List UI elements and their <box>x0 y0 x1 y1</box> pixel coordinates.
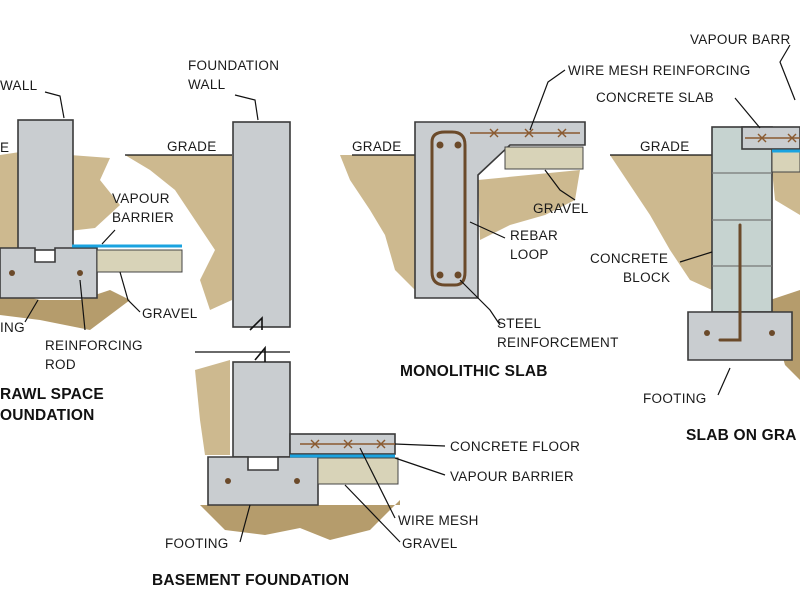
mono-mesh-label: WIRE MESH REINFORCING <box>568 63 751 78</box>
sog-rebar-dot-2 <box>769 330 775 336</box>
mono-title: MONOLITHIC SLAB <box>400 363 548 380</box>
sog-gravel <box>771 151 800 173</box>
basement-rebar-dot-2 <box>294 478 300 484</box>
mono-mesh-x-2b <box>524 128 534 138</box>
mono-steel-leader <box>459 279 501 326</box>
mono-gravel <box>504 146 584 170</box>
basement-gravel-leader <box>344 484 401 543</box>
crawl-title-2: OUNDATION <box>0 407 95 424</box>
basement-title: BASEMENT FOUNDATION <box>152 572 349 589</box>
basement-mesh-label: WIRE MESH <box>398 513 479 528</box>
monolithic-slab: GRADE WIRE MESH REINFORCING GRAVEL REBAR… <box>340 63 751 380</box>
basement-soil-lower <box>195 360 230 455</box>
mono-mesh-x-1b <box>489 128 499 138</box>
basement-rebar-dot-1 <box>225 478 231 484</box>
mono-steel-label-1: STEEL <box>497 316 541 331</box>
crawl-title-1: RAWL SPACE <box>0 386 104 403</box>
mono-rebar-loop <box>430 130 467 287</box>
sog-rebar <box>718 223 742 342</box>
crawl-space-foundation: WALL E VAPOUR BARRIER GRAVEL ING REINFOR… <box>0 78 198 424</box>
basement-break-bottom <box>254 345 266 362</box>
crawl-wall-leader <box>44 91 65 119</box>
mono-mesh-x-3b <box>557 128 567 138</box>
sog-vb-label: VAPOUR BARR <box>690 32 791 47</box>
sog-block-leader <box>679 251 713 263</box>
basement-wall-label-2: WALL <box>188 77 226 92</box>
mono-gravel-label: GRAVEL <box>533 201 589 216</box>
basement-vb-leader <box>394 457 446 476</box>
crawl-rod-label-1: REINFORCING <box>45 338 143 353</box>
crawl-wall-label: WALL <box>0 78 38 93</box>
crawl-wall <box>17 119 74 251</box>
sog-vb-leader <box>779 44 796 101</box>
crawl-rod-leader <box>79 279 86 331</box>
sog-soil <box>610 148 800 290</box>
crawl-gravel <box>96 249 183 273</box>
mono-grade-label: GRADE <box>352 139 402 154</box>
basement-floor-label: CONCRETE FLOOR <box>450 439 580 454</box>
crawl-vb-leader <box>101 229 116 245</box>
basement-mesh-leader <box>359 447 396 519</box>
crawl-vb-label-2: BARRIER <box>112 210 174 225</box>
basement-vb-label: VAPOUR BARRIER <box>450 469 574 484</box>
basement-wall-leader <box>234 94 259 121</box>
sog-slab-label: CONCRETE SLAB <box>596 90 714 105</box>
mono-rebar-dot-4 <box>454 271 462 279</box>
basement-wall-label-1: FOUNDATION <box>188 58 279 73</box>
basement-floor-leader <box>394 443 446 447</box>
mono-steel-label-2: REINFORCEMENT <box>497 335 619 350</box>
mono-loop-label-2: LOOP <box>510 247 549 262</box>
crawl-footing-leader <box>24 299 39 323</box>
sog-mesh-x-1b <box>757 133 767 143</box>
crawl-footing-label: ING <box>0 320 25 335</box>
basement-wall-upper <box>232 121 291 328</box>
basement-soil-upper <box>125 155 232 310</box>
crawl-soil <box>0 152 120 250</box>
crawl-rebar-dot-2 <box>77 270 83 276</box>
crawl-gravel-leader <box>119 271 141 313</box>
sog-title: SLAB ON GRA <box>686 427 797 444</box>
sog-grade-label: GRADE <box>640 139 690 154</box>
basement-footing-label: FOOTING <box>165 536 229 551</box>
mono-rebar-dot-1 <box>436 141 444 149</box>
mono-rebar-dot-3 <box>436 271 444 279</box>
crawl-vb-label-1: VAPOUR <box>112 191 170 206</box>
mono-loop-leader <box>469 221 506 239</box>
basement-gravel <box>317 457 399 485</box>
mono-mesh-leader <box>529 69 566 131</box>
sog-block-label-1: CONCRETE <box>590 251 668 266</box>
slab-on-grade: VAPOUR BARR CONCRETE SLAB GRADE CONCRETE… <box>590 32 800 444</box>
basement-wall-lower <box>232 361 291 458</box>
basement-footing-leader <box>239 504 251 543</box>
mono-loop-label-1: REBAR <box>510 228 558 243</box>
sog-block-label-2: BLOCK <box>623 270 670 285</box>
mono-soil <box>340 155 580 290</box>
basement-footing <box>207 456 319 506</box>
mono-rebar-dot-2 <box>454 141 462 149</box>
basement-foundation: FOUNDATION WALL GRADE CONCRETE FLOOR VAP… <box>125 58 580 589</box>
sog-mesh-x-2b <box>787 133 797 143</box>
mono-slab <box>414 121 586 299</box>
crawl-gravel-label: GRAVEL <box>142 306 198 321</box>
sog-slab-leader <box>734 97 761 129</box>
crawl-grade-label: E <box>0 140 9 155</box>
basement-gravel-label: GRAVEL <box>402 536 458 551</box>
sog-footing-leader <box>717 367 731 396</box>
basement-grade-label: GRADE <box>167 139 217 154</box>
crawl-footing <box>0 247 98 299</box>
sog-rebar-dot-1 <box>704 330 710 336</box>
basement-soil-bottom <box>200 500 400 540</box>
basement-break-top <box>249 316 263 331</box>
mono-gravel-leader <box>544 169 576 201</box>
crawl-rebar-dot-1 <box>9 270 15 276</box>
crawl-soil-lower <box>0 290 130 330</box>
sog-footing-label: FOOTING <box>643 391 707 406</box>
crawl-rod-label-2: ROD <box>45 357 76 372</box>
